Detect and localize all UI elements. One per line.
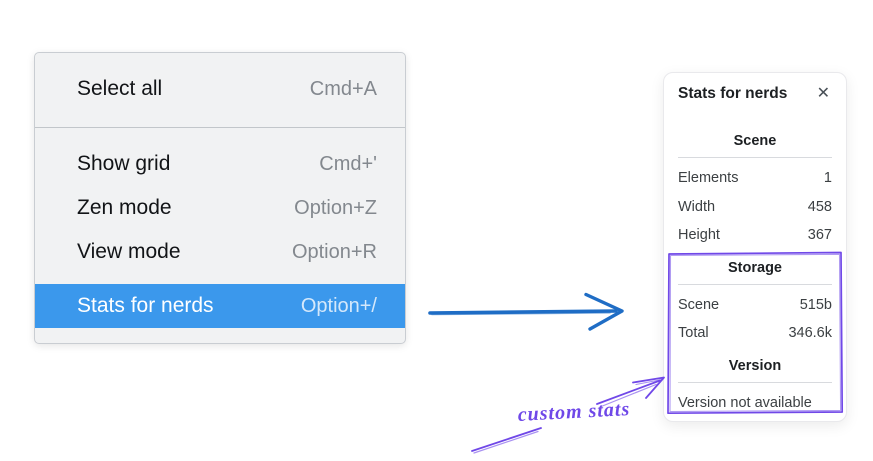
section-header-version: Version — [728, 357, 782, 374]
stat-value: 1 — [823, 170, 832, 186]
stat-label: Width — [678, 198, 716, 215]
stat-value: 346.6k — [788, 325, 832, 341]
stat-row-width: Width 458 — [678, 193, 832, 222]
menu-item-zen-mode[interactable]: Zen mode Option+Z — [35, 186, 405, 230]
section-header-storage: Storage — [728, 259, 782, 276]
custom-stats-annotation-text: custom stats — [517, 398, 631, 426]
close-icon[interactable]: ✕ — [816, 85, 830, 102]
section-divider — [678, 157, 832, 158]
menu-item-label: Select all — [77, 77, 163, 100]
stat-value: 515b — [799, 296, 832, 313]
menu-item-shortcut: Option+R — [291, 240, 377, 263]
stat-row-height: Height 367 — [678, 221, 832, 250]
menu-item-view-mode[interactable]: View mode Option+R — [35, 230, 405, 274]
menu-item-label: Show grid — [77, 152, 171, 175]
stat-label: Height — [678, 227, 720, 243]
section-divider — [678, 283, 832, 285]
section-header-scene: Scene — [733, 133, 777, 149]
stat-row-storage-scene: Scene 515b — [678, 291, 832, 320]
menu-divider — [35, 127, 405, 128]
menu-item-shortcut: Cmd+' — [319, 152, 377, 175]
stats-panel-titlebar: Stats for nerds ✕ — [678, 85, 832, 103]
menu-item-label: Zen mode — [77, 196, 172, 219]
stat-label: Elements — [678, 170, 739, 186]
menu-item-shortcut: Option+Z — [294, 196, 377, 219]
menu-item-stats-for-nerds[interactable]: Stats for nerds Option+/ — [35, 284, 405, 328]
flow-arrow-icon — [428, 292, 624, 331]
stat-label: Total — [678, 325, 709, 341]
context-menu: Select all Cmd+A Show grid Cmd+' Zen mod… — [34, 52, 406, 344]
stat-row-storage-total: Total 346.6k — [678, 319, 832, 348]
section-divider — [678, 381, 832, 383]
menu-item-select-all[interactable]: Select all Cmd+A — [35, 67, 405, 111]
version-status-text: Version not available — [678, 394, 812, 411]
menu-item-shortcut: Option+/ — [300, 294, 377, 317]
menu-item-shortcut: Cmd+A — [309, 77, 377, 100]
menu-item-label: View mode — [77, 240, 181, 263]
menu-item-show-grid[interactable]: Show grid Cmd+' — [35, 142, 405, 186]
stat-value: 458 — [807, 198, 832, 215]
stats-panel-title: Stats for nerds — [678, 85, 788, 102]
menu-item-label: Stats for nerds — [77, 294, 214, 317]
stat-row-elements: Elements 1 — [678, 164, 832, 193]
stats-panel: Stats for nerds ✕ Scene Elements 1 Width… — [663, 72, 847, 422]
stat-value: 367 — [807, 227, 832, 243]
stat-label: Scene — [678, 296, 720, 313]
